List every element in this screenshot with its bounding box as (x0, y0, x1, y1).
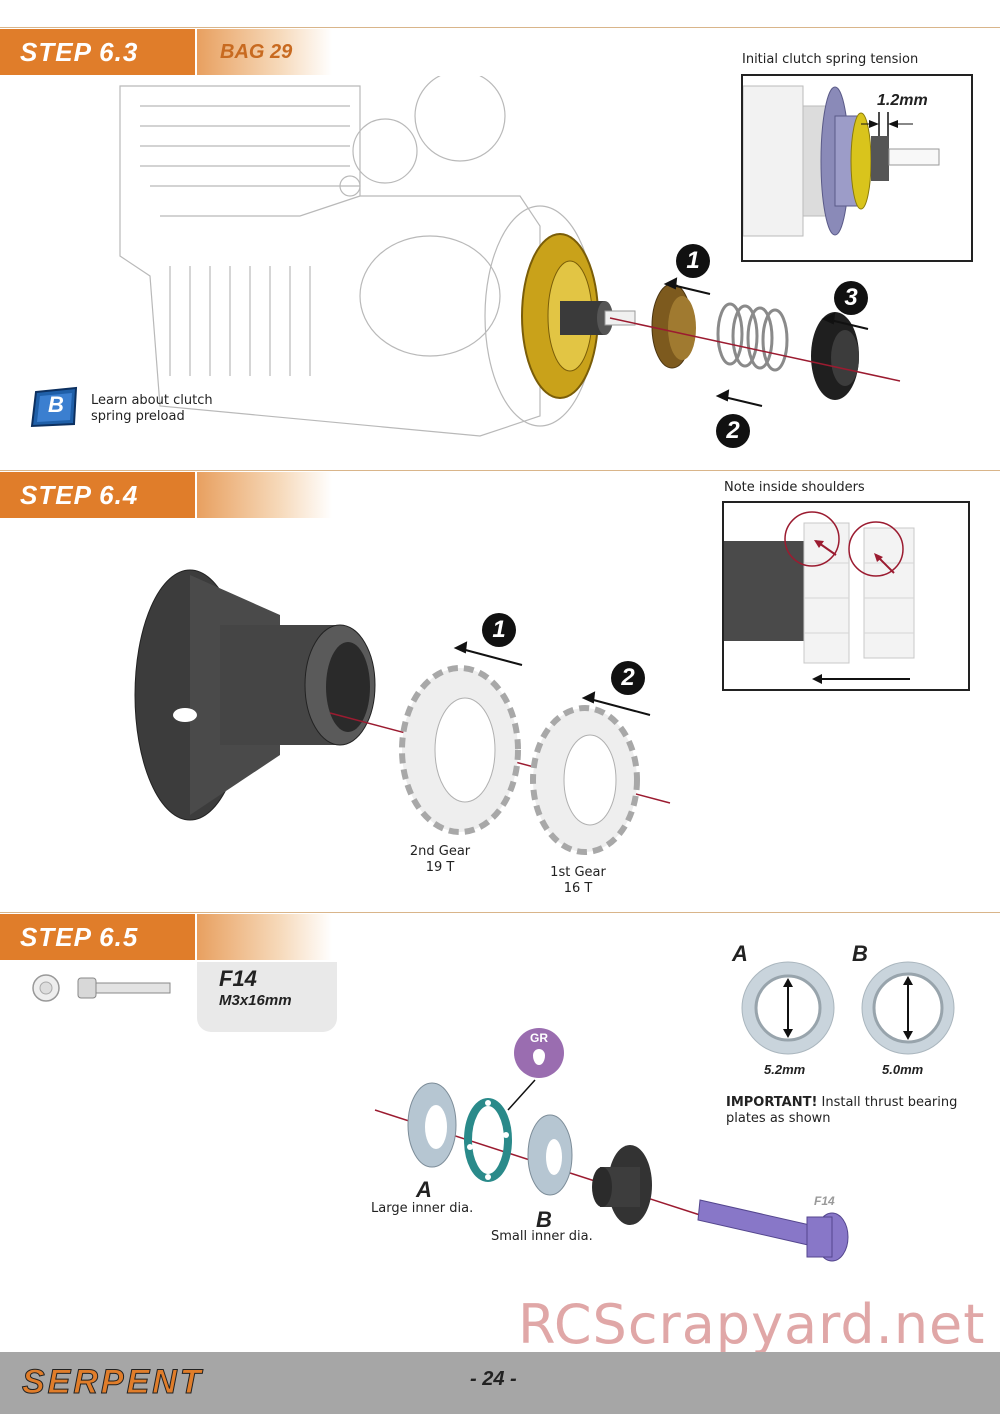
callout-3: 3 (834, 281, 868, 315)
plate-a-letter: A (416, 1177, 432, 1202)
gear-1-teeth: 16 T (563, 881, 593, 896)
plate-a-text: Large inner dia. (371, 1201, 474, 1216)
shoulders-caption: Note inside shoulders (724, 480, 865, 495)
shoulders-inset (722, 501, 970, 691)
section-divider (0, 470, 1000, 471)
part-code: F14 (219, 966, 257, 991)
thrust-bearing-illustration (374, 1079, 849, 1262)
important-label: IMPORTANT! (726, 1095, 818, 1110)
tension-caption: Initial clutch spring tension (742, 52, 919, 67)
section-divider (0, 912, 1000, 913)
bearing-b-letter: B (852, 941, 868, 966)
bearing-plates-comparison (741, 961, 955, 1055)
gear-2-label: 2nd Gear 19 T (390, 844, 490, 876)
bearing-a-letter: A (732, 941, 748, 966)
brand-logo: SERPENT (22, 1363, 204, 1402)
spacing-measure: 1.2mm (877, 92, 928, 109)
grease-label: GR (530, 1031, 548, 1045)
learn-book-icon[interactable]: B (30, 386, 80, 428)
page-number: - 24 - (470, 1368, 517, 1390)
callout-1: 1 (676, 244, 710, 278)
bearing-b-size: 5.0mm (882, 1062, 924, 1077)
grease-drop-icon (533, 1049, 545, 1065)
step-6-3-fade (197, 29, 332, 75)
screw-part-icon (32, 974, 171, 1002)
step-6-5-title: STEP 6.5 (0, 914, 195, 960)
callout-2: 2 (716, 414, 750, 448)
important-note: IMPORTANT! Install thrust bearing plates… (726, 1095, 986, 1127)
grease-icon: GR (514, 1028, 564, 1078)
tension-inset: 1.2mm (741, 74, 973, 262)
section-divider (0, 27, 1000, 28)
gear-2-teeth: 19 T (425, 860, 455, 875)
callout-2: 2 (611, 661, 645, 695)
plate-b-text: Small inner dia. (491, 1229, 593, 1244)
part-spec-box: F14 M3x16mm (197, 962, 337, 1032)
gear-1-name: 1st Gear (550, 865, 606, 880)
plate-b-letter: B (536, 1207, 552, 1232)
callout-1: 1 (482, 613, 516, 647)
gear-assembly-illustration (134, 569, 671, 855)
step-6-4-title: STEP 6.4 (0, 472, 195, 518)
gear-2-name: 2nd Gear (409, 844, 471, 859)
gear-1-label: 1st Gear 16 T (528, 865, 628, 897)
shoulders-detail-illustration (724, 511, 915, 684)
step-6-4-fade (197, 472, 332, 518)
learn-text-line-1: Learn about clutch (91, 393, 213, 408)
step-6-3-title: STEP 6.3 (0, 29, 195, 75)
watermark: RCScrapyard.net (518, 1293, 986, 1356)
learn-text-line-2: spring preload (91, 409, 185, 424)
bearing-a-size: 5.2mm (764, 1062, 806, 1077)
tension-detail-illustration (743, 85, 940, 237)
bag-label: BAG 29 (220, 41, 293, 63)
learn-icon-letter: B (48, 392, 64, 417)
screw-tag: F14 (814, 1194, 835, 1208)
clutch-assembly-illustration (119, 76, 901, 437)
important-text-1: Install thrust bearing (817, 1095, 958, 1110)
part-desc: M3x16mm (219, 992, 292, 1009)
learn-link[interactable]: Learn about clutch spring preload (91, 393, 213, 425)
step-6-5-fade (197, 914, 332, 960)
important-text-2: plates as shown (726, 1111, 831, 1126)
footer-bar (0, 1352, 1000, 1414)
